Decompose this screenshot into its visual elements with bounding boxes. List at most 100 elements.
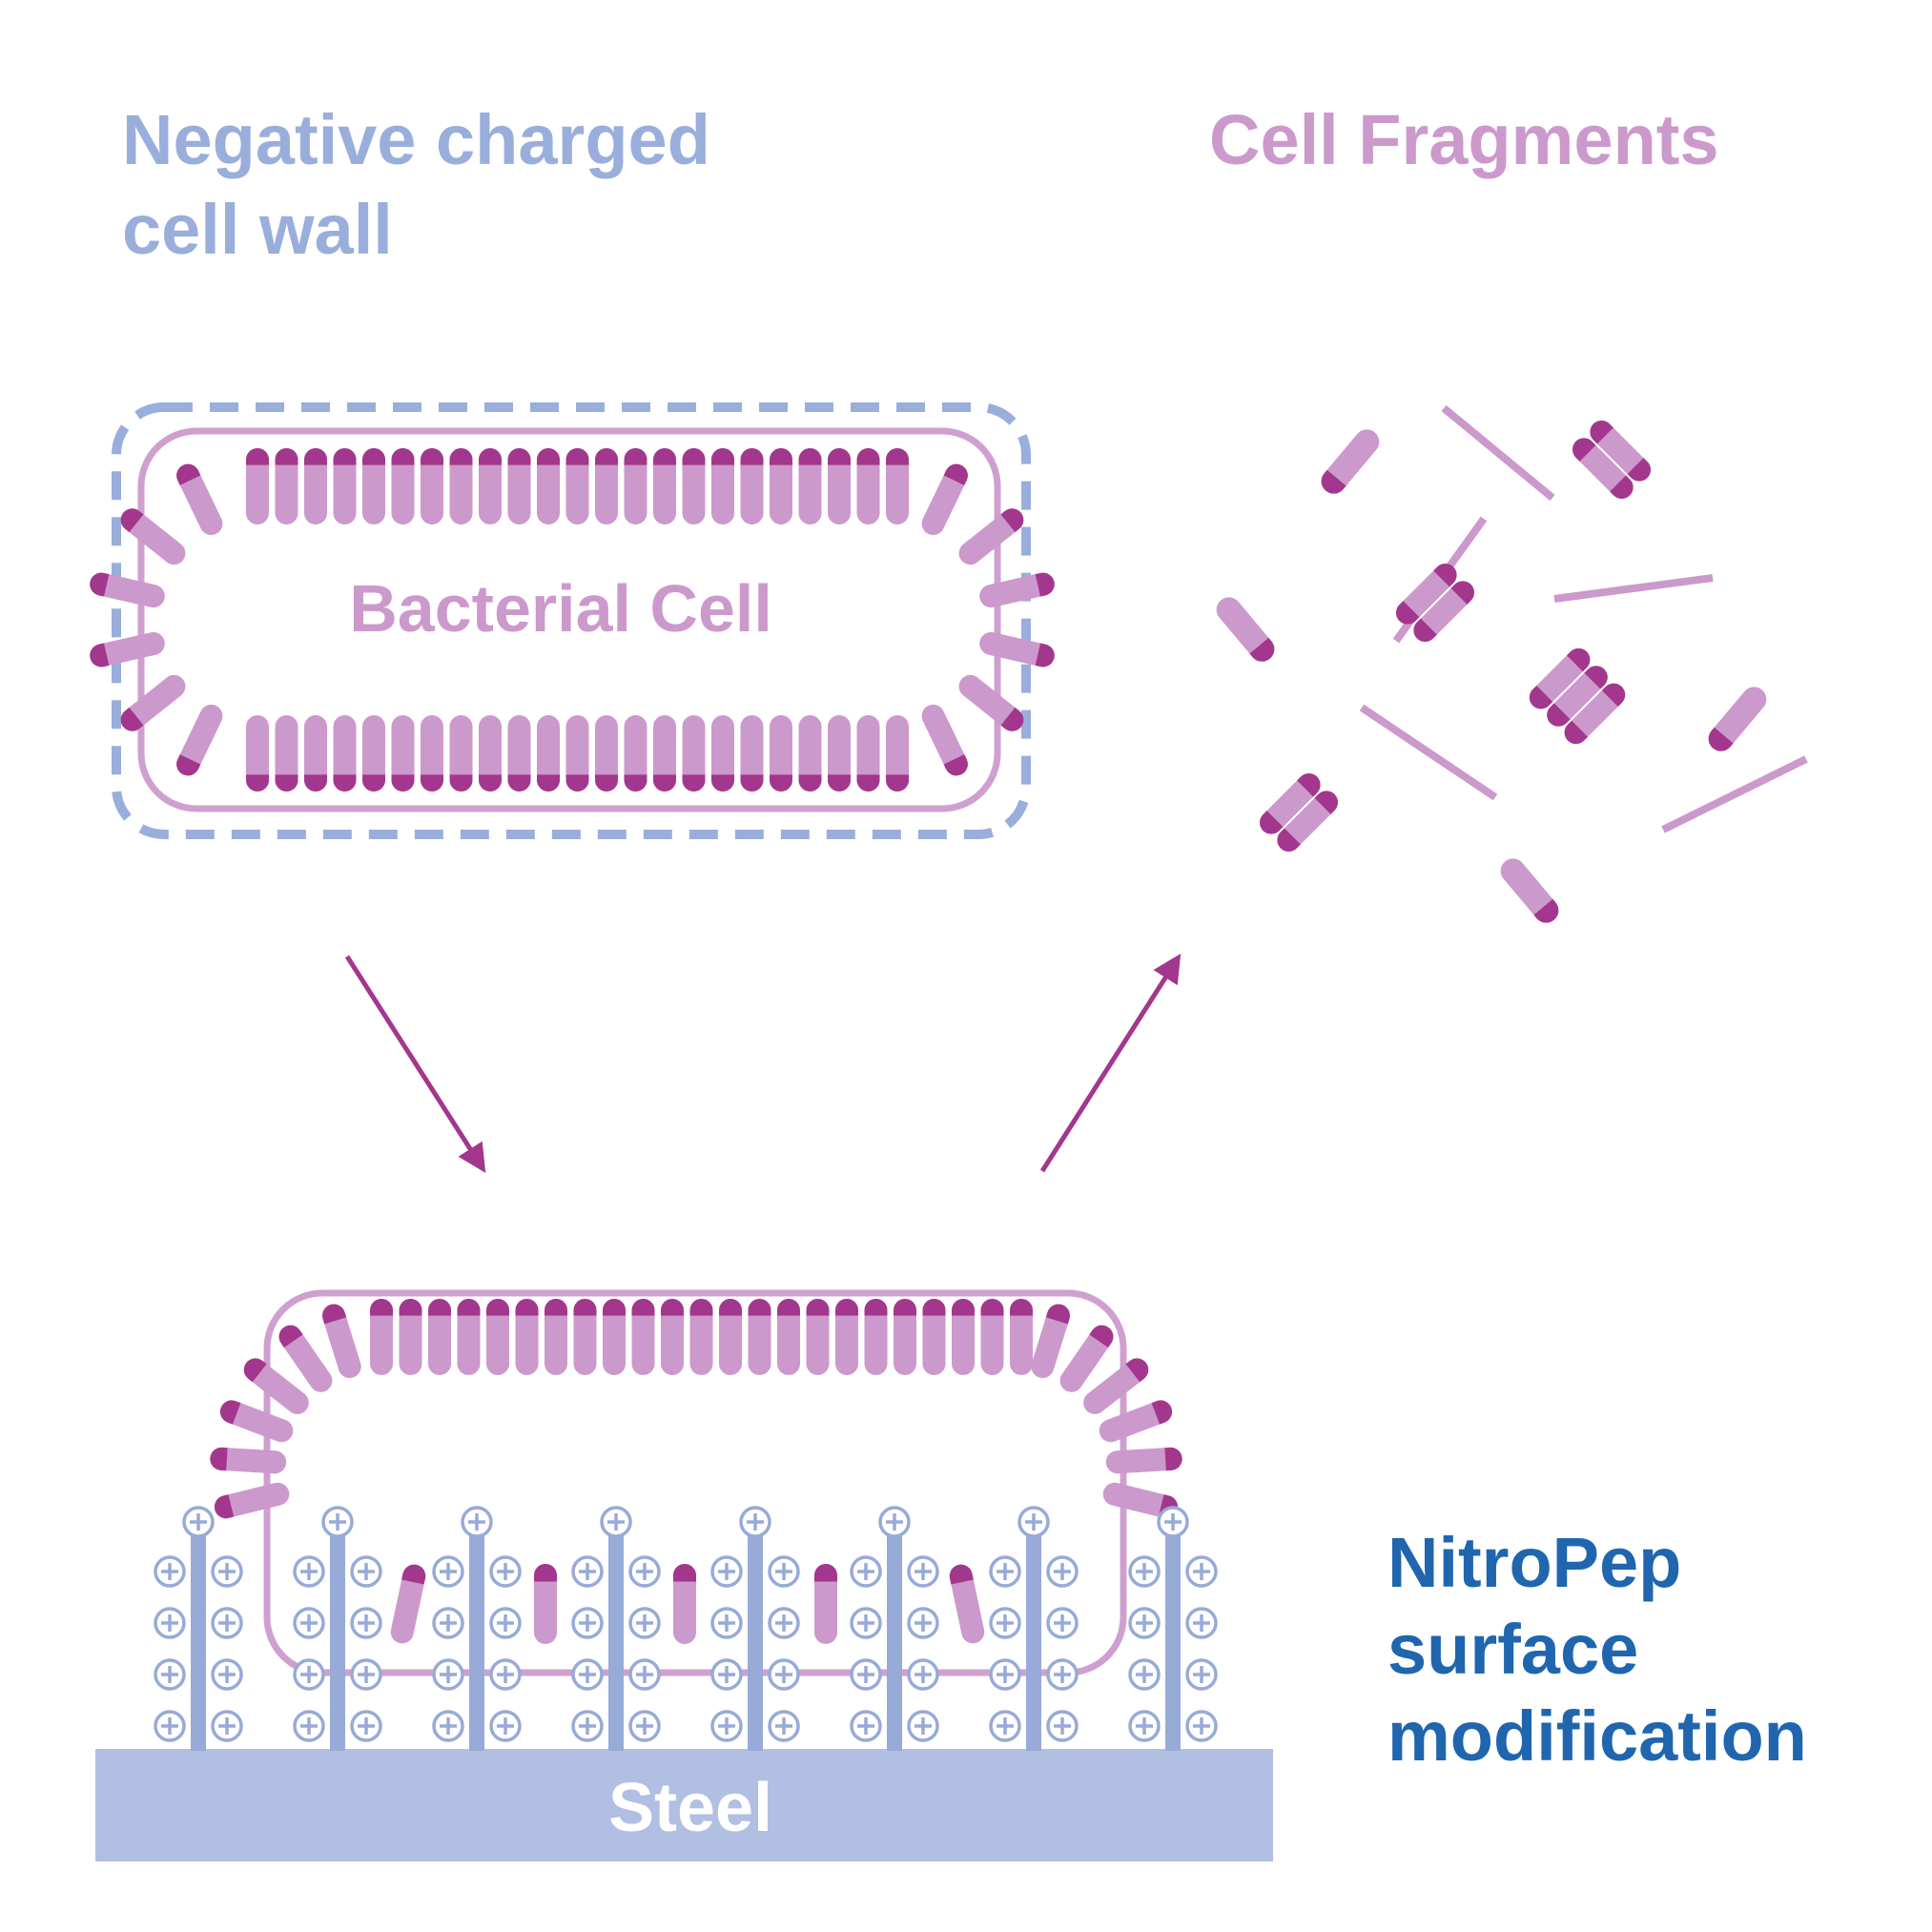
plus-charge-icon — [1046, 1658, 1079, 1691]
lipid-molecule — [1413, 581, 1474, 642]
cell-wall-label-line2: cell wall — [122, 190, 393, 269]
lipid-molecule — [90, 572, 165, 608]
lipid-molecule — [886, 448, 909, 524]
lipid-molecule — [449, 715, 473, 791]
lipid-molecule — [1572, 438, 1634, 499]
lipid-molecule — [565, 448, 589, 524]
lipid-molecule — [545, 1299, 567, 1375]
lipid-molecule — [507, 448, 531, 524]
plus-charge-icon — [293, 1710, 325, 1742]
lipid-molecule — [1547, 666, 1608, 727]
lipid-molecule — [1708, 687, 1767, 751]
plus-charge-icon — [989, 1710, 1021, 1742]
lipid-bilayer-bottom — [210, 1299, 1182, 1644]
lipid-molecule — [922, 1299, 946, 1375]
nitropep-label-line2: surface — [1387, 1610, 1638, 1689]
lipid-molecule — [275, 448, 298, 524]
cell-wall-label-line1: Negative charged — [122, 100, 710, 179]
lipid-molecule — [537, 448, 560, 524]
lipid-molecule — [390, 1564, 426, 1644]
lipid-molecule — [243, 1358, 309, 1414]
lipid-molecule — [479, 715, 502, 791]
nitropep-peptide — [850, 1506, 939, 1751]
lipid-molecule — [333, 448, 357, 524]
lipid-molecule — [565, 715, 589, 791]
lipid-molecule — [1260, 773, 1321, 834]
attached-cell-membrane-outline — [263, 1289, 1127, 1676]
lipid-molecule — [798, 448, 822, 524]
plus-charge-icon — [1046, 1607, 1079, 1639]
plus-charge-icon — [710, 1555, 743, 1588]
lipid-molecule — [1083, 1358, 1149, 1414]
plus-charge-icon — [350, 1658, 382, 1691]
plus-charge-icon — [571, 1710, 604, 1742]
lipid-molecule — [399, 1299, 422, 1375]
nitropep-peptide — [710, 1506, 800, 1751]
plus-charge-icon — [489, 1607, 522, 1639]
plus-charge-icon — [628, 1607, 661, 1639]
lipid-cluster-fragment — [1572, 421, 1651, 499]
plus-charge-icon — [768, 1555, 800, 1588]
lipid-molecule — [534, 1564, 557, 1644]
plus-charge-icon — [489, 1555, 522, 1588]
lipid-molecule — [1500, 858, 1559, 923]
cell-wall-dashed — [112, 402, 1031, 839]
lipid-molecule — [661, 1299, 684, 1375]
plus-charge-icon — [489, 1710, 522, 1742]
plus-charge-icon — [350, 1710, 382, 1742]
lipid-molecule — [1105, 1447, 1182, 1474]
lipid-molecule — [740, 715, 764, 791]
lipid-molecule — [457, 1299, 481, 1375]
plus-charge-icon — [571, 1658, 604, 1691]
plus-charge-icon — [432, 1658, 464, 1691]
lipid-molecule — [949, 1564, 985, 1644]
nitropep-peptide — [154, 1506, 243, 1751]
plus-charge-icon — [293, 1607, 325, 1639]
plus-charge-icon — [628, 1710, 661, 1742]
nitropep-peptides — [154, 1506, 1218, 1751]
lipid-molecule — [322, 1304, 361, 1379]
plus-charge-icon — [850, 1607, 882, 1639]
lipid-molecule — [806, 1299, 830, 1375]
lipid-molecule — [886, 715, 909, 791]
plus-charge-icon — [182, 1506, 215, 1538]
nitropep-label-line3: modification — [1387, 1696, 1807, 1776]
plus-charge-icon — [768, 1710, 800, 1742]
lipid-molecule — [1277, 791, 1338, 852]
lipid-molecule — [719, 1299, 742, 1375]
lipid-molecule — [449, 448, 473, 524]
lipid-molecule — [980, 1299, 1004, 1375]
plus-charge-icon — [1128, 1555, 1161, 1588]
plus-charge-icon — [571, 1555, 604, 1588]
lipid-molecule — [421, 448, 443, 524]
plus-charge-icon — [1185, 1658, 1218, 1691]
plus-charge-icon — [907, 1658, 939, 1691]
plus-charge-icon — [878, 1506, 911, 1538]
steel-substrate — [95, 1749, 1273, 1861]
plus-charge-icon — [432, 1607, 464, 1639]
plus-charge-icon — [768, 1607, 800, 1639]
lipid-molecule — [958, 508, 1024, 565]
nitropep-peptide — [432, 1506, 522, 1751]
plus-charge-icon — [350, 1555, 382, 1588]
plus-charge-icon — [1128, 1607, 1161, 1639]
lipid-molecule — [176, 463, 223, 536]
steel-label: Steel — [608, 1770, 772, 1846]
plus-charge-icon — [432, 1555, 464, 1588]
lipid-molecule — [515, 1299, 539, 1375]
lipid-molecule — [391, 448, 415, 524]
bacterial-cell-intact: Bacterial Cell — [90, 402, 1055, 839]
lipid-molecule — [856, 715, 880, 791]
plus-charge-icon — [211, 1710, 243, 1742]
lipid-molecule — [864, 1299, 888, 1375]
lipid-molecule — [1529, 647, 1591, 709]
plus-charge-icon — [461, 1506, 493, 1538]
plus-charge-icon — [710, 1607, 743, 1639]
lipid-molecule — [979, 631, 1055, 668]
lipid-molecule — [770, 715, 792, 791]
lipid-molecule — [828, 448, 851, 524]
lipid-molecule — [304, 448, 327, 524]
nitropep-peptide — [1128, 1506, 1218, 1751]
lipid-molecule — [537, 715, 560, 791]
